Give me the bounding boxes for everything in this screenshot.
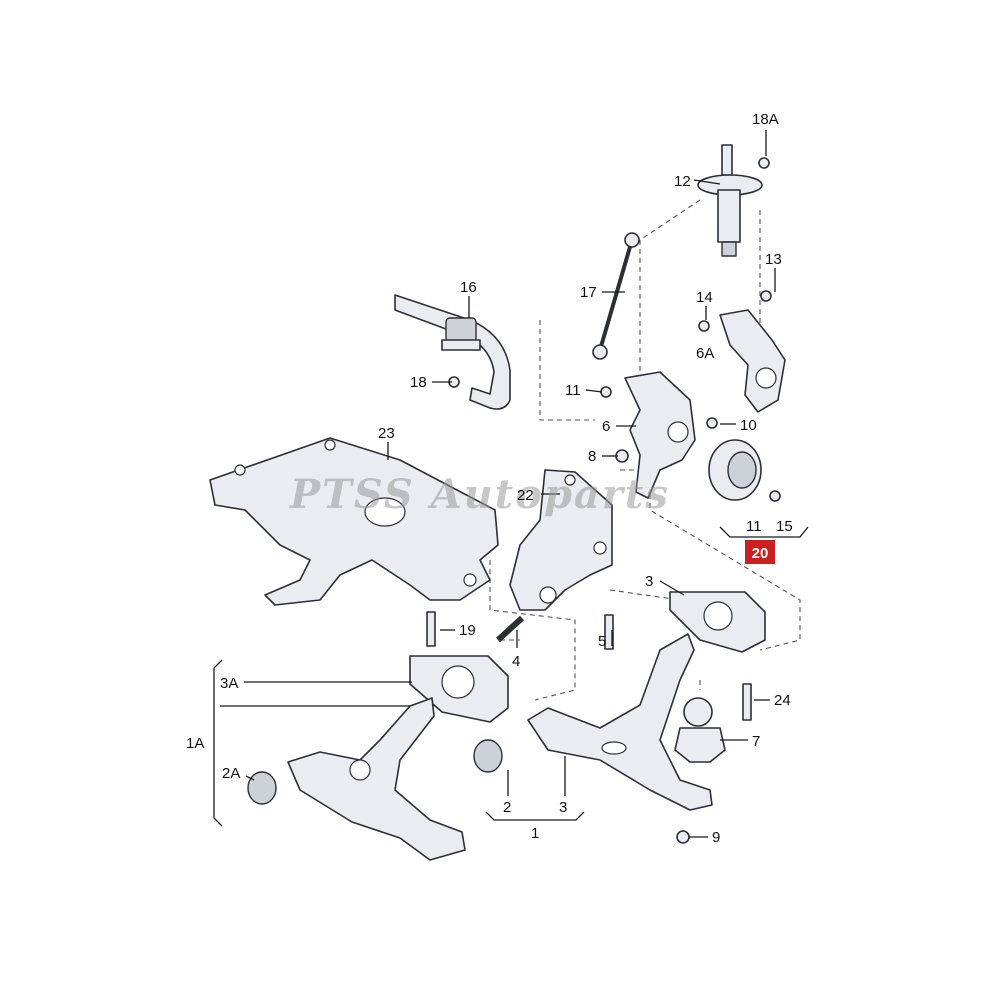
badge-20-text: 20	[752, 545, 769, 562]
control-arm-1	[473, 633, 713, 811]
knuckle-6A	[698, 290, 786, 413]
label-9: 9	[712, 829, 720, 846]
label-23: 23	[378, 425, 395, 442]
bolts	[426, 611, 752, 844]
bracket-22	[509, 469, 613, 611]
leader-lines	[213, 130, 809, 838]
label-8: 8	[588, 448, 596, 465]
label-7: 7	[752, 733, 760, 750]
bushing-3	[669, 591, 766, 653]
coupling-rod-17	[592, 232, 640, 360]
label-6A: 6A	[696, 345, 714, 362]
label-2: 2	[503, 799, 511, 816]
label-3-top: 3	[645, 573, 653, 590]
label-1A: 1A	[186, 735, 204, 752]
label-4: 4	[512, 653, 520, 670]
label-18A: 18A	[752, 111, 779, 128]
badge-20-box	[745, 540, 775, 564]
badge-20: 20	[745, 540, 775, 564]
label-5: 5	[598, 633, 606, 650]
label-3A: 3A	[220, 675, 238, 692]
strut-12	[697, 144, 770, 257]
ball-joint-7	[674, 697, 726, 763]
label-19: 19	[459, 622, 476, 639]
label-24: 24	[774, 692, 791, 709]
callout-labels: 18A 12 13 14 6A 17 16 18 11 6 10 8 23 22…	[186, 111, 793, 846]
label-2A: 2A	[222, 765, 240, 782]
bushing-3A	[409, 655, 509, 723]
label-12: 12	[674, 173, 691, 190]
label-15: 15	[776, 518, 793, 535]
watermark-text: PTSS Autoparts	[289, 471, 670, 518]
label-1: 1	[531, 825, 539, 842]
label-17: 17	[580, 284, 597, 301]
label-6: 6	[602, 418, 610, 435]
label-3-arm: 3	[559, 799, 567, 816]
label-11-hub: 11	[746, 518, 762, 535]
label-16: 16	[460, 279, 477, 296]
label-11-knuckle: 11	[565, 382, 581, 399]
label-18: 18	[410, 374, 427, 391]
subframe-23	[209, 437, 499, 606]
label-22: 22	[517, 487, 534, 504]
label-10: 10	[740, 417, 757, 434]
wheel-hub-11	[708, 439, 781, 502]
label-14: 14	[696, 289, 713, 306]
control-arm-1A	[247, 697, 466, 861]
assembly-dashed-lines	[489, 199, 801, 701]
knuckle-6	[600, 371, 718, 499]
stabilizer-bar-16	[394, 294, 511, 410]
label-13: 13	[765, 251, 782, 268]
